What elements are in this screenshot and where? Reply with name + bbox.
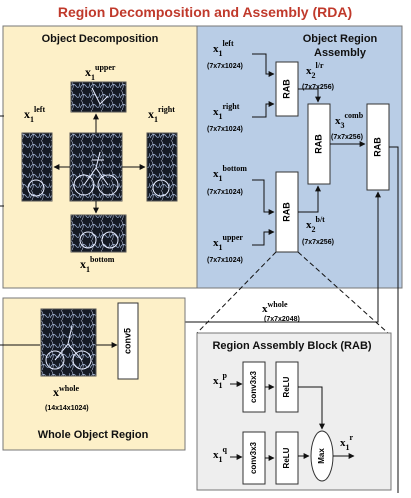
svg-text:conv5: conv5 — [122, 328, 132, 354]
arrow-rab2-to-rab3 — [298, 185, 321, 213]
feature-right: x1right (7x7x1024) — [207, 102, 243, 133]
rab-block-4: RAB — [366, 103, 390, 191]
svg-text:(7x7x256): (7x7x256) — [302, 84, 334, 91]
svg-text:xwhole: xwhole — [53, 384, 79, 399]
svg-text:x1left: x1left — [213, 39, 234, 58]
cyclist-sketch — [27, 87, 170, 249]
svg-text:x2b/t: x2b/t — [306, 215, 325, 234]
arrow-rab4-output — [389, 146, 399, 493]
svg-text:(7x7x1024): (7x7x1024) — [207, 126, 243, 133]
max-op: Max — [310, 430, 334, 482]
feature-upper: x1upper (7x7x1024) — [207, 233, 243, 264]
relu-block-top: ReLU — [275, 361, 299, 413]
svg-text:x1r: x1r — [340, 433, 354, 452]
svg-text:x1right: x1right — [213, 102, 240, 121]
crop-left-label: x1left — [24, 105, 45, 124]
feature-left: x1left (7x7x1024) — [207, 39, 243, 70]
svg-text:x1q: x1q — [213, 445, 228, 464]
crop-upper-image — [70, 81, 127, 113]
feature-lr: x2l/r (7x7x256) — [302, 61, 334, 91]
relu-block-bottom: ReLU — [275, 431, 299, 485]
arrow-right-to-rab1 — [252, 101, 275, 118]
svg-text:x3comb: x3comb — [335, 111, 364, 130]
conv3x3-block-top: conv3x3 — [242, 361, 266, 413]
feature-whole: xwhole (7x7x2048) — [262, 300, 300, 323]
assembly-title-line2: Assembly — [314, 47, 367, 59]
svg-text:RAB: RAB — [313, 134, 323, 154]
svg-text:conv3x3: conv3x3 — [249, 370, 258, 403]
svg-text:(7x7x1024): (7x7x1024) — [207, 189, 243, 196]
crop-right-image — [146, 132, 178, 202]
conv3x3-block-bottom: conv3x3 — [242, 431, 266, 485]
svg-text:x1upper: x1upper — [213, 233, 243, 252]
crop-bottom-label: x1bottom — [80, 255, 115, 274]
svg-text:(7x7x1024): (7x7x1024) — [207, 257, 243, 264]
feature-bt: x2b/t (7x7x256) — [302, 215, 334, 246]
svg-text:(14x14x1024): (14x14x1024) — [45, 405, 89, 412]
svg-text:(7x7x256): (7x7x256) — [302, 239, 334, 246]
rab-block-3: RAB — [307, 103, 331, 185]
whole-object-region-title: Whole Object Region — [38, 429, 149, 441]
diagram-title: Region Decomposition and Assembly (RDA) — [58, 4, 352, 20]
arrow-whole-to-rab4 — [138, 191, 381, 323]
assembly-title-line1: Object Region — [303, 33, 378, 45]
svg-text:x1p: x1p — [213, 371, 228, 390]
arrow-relu-top-to-max — [298, 386, 325, 430]
arrow-rab1-to-rab3 — [298, 88, 321, 103]
svg-text:(7x7x2048): (7x7x2048) — [264, 316, 300, 323]
svg-text:xwhole: xwhole — [262, 300, 288, 315]
crop-bottom-image — [70, 214, 127, 253]
svg-text:(7x7x1024): (7x7x1024) — [207, 63, 243, 70]
object-decomposition-title: Object Decomposition — [42, 33, 159, 45]
svg-text:Max: Max — [317, 448, 326, 464]
crop-left-image — [21, 132, 53, 202]
feature-comb: x3comb (7x7x256) — [331, 111, 364, 141]
rab-block-1: RAB — [275, 61, 299, 117]
rab-detail-title: Region Assembly Block (RAB) — [212, 340, 371, 352]
rab-input-p: x1p — [213, 371, 228, 390]
arrow-upper-to-rab2 — [252, 229, 275, 246]
svg-text:ReLU: ReLU — [282, 376, 291, 397]
rab-output-r: x1r — [340, 433, 354, 452]
svg-text:RAB: RAB — [281, 202, 291, 222]
svg-text:ReLU: ReLU — [282, 447, 291, 468]
svg-text:RAB: RAB — [372, 137, 382, 157]
svg-text:x2l/r: x2l/r — [306, 61, 324, 80]
zoom-line-right — [297, 251, 389, 334]
svg-text:(7x7x256): (7x7x256) — [331, 134, 363, 141]
rab-input-q: x1q — [213, 445, 228, 464]
conv5-block: conv5 — [117, 302, 139, 380]
arrow-left-to-rab1 — [252, 53, 275, 77]
feature-bottom: x1bottom (7x7x1024) — [207, 164, 247, 196]
whole-crop-label: xwhole (14x14x1024) — [45, 384, 89, 412]
svg-text:RAB: RAB — [281, 79, 291, 99]
rab-block-2: RAB — [275, 171, 299, 253]
arrow-bottom-to-rab2 — [252, 179, 275, 215]
svg-text:conv3x3: conv3x3 — [249, 441, 258, 474]
svg-text:x1bottom: x1bottom — [213, 164, 247, 183]
whole-cyclist-sketch — [45, 325, 92, 370]
zoom-line-left — [196, 251, 277, 334]
crop-upper-label: x1upper — [85, 63, 116, 82]
crop-right-label: x1right — [148, 105, 175, 124]
